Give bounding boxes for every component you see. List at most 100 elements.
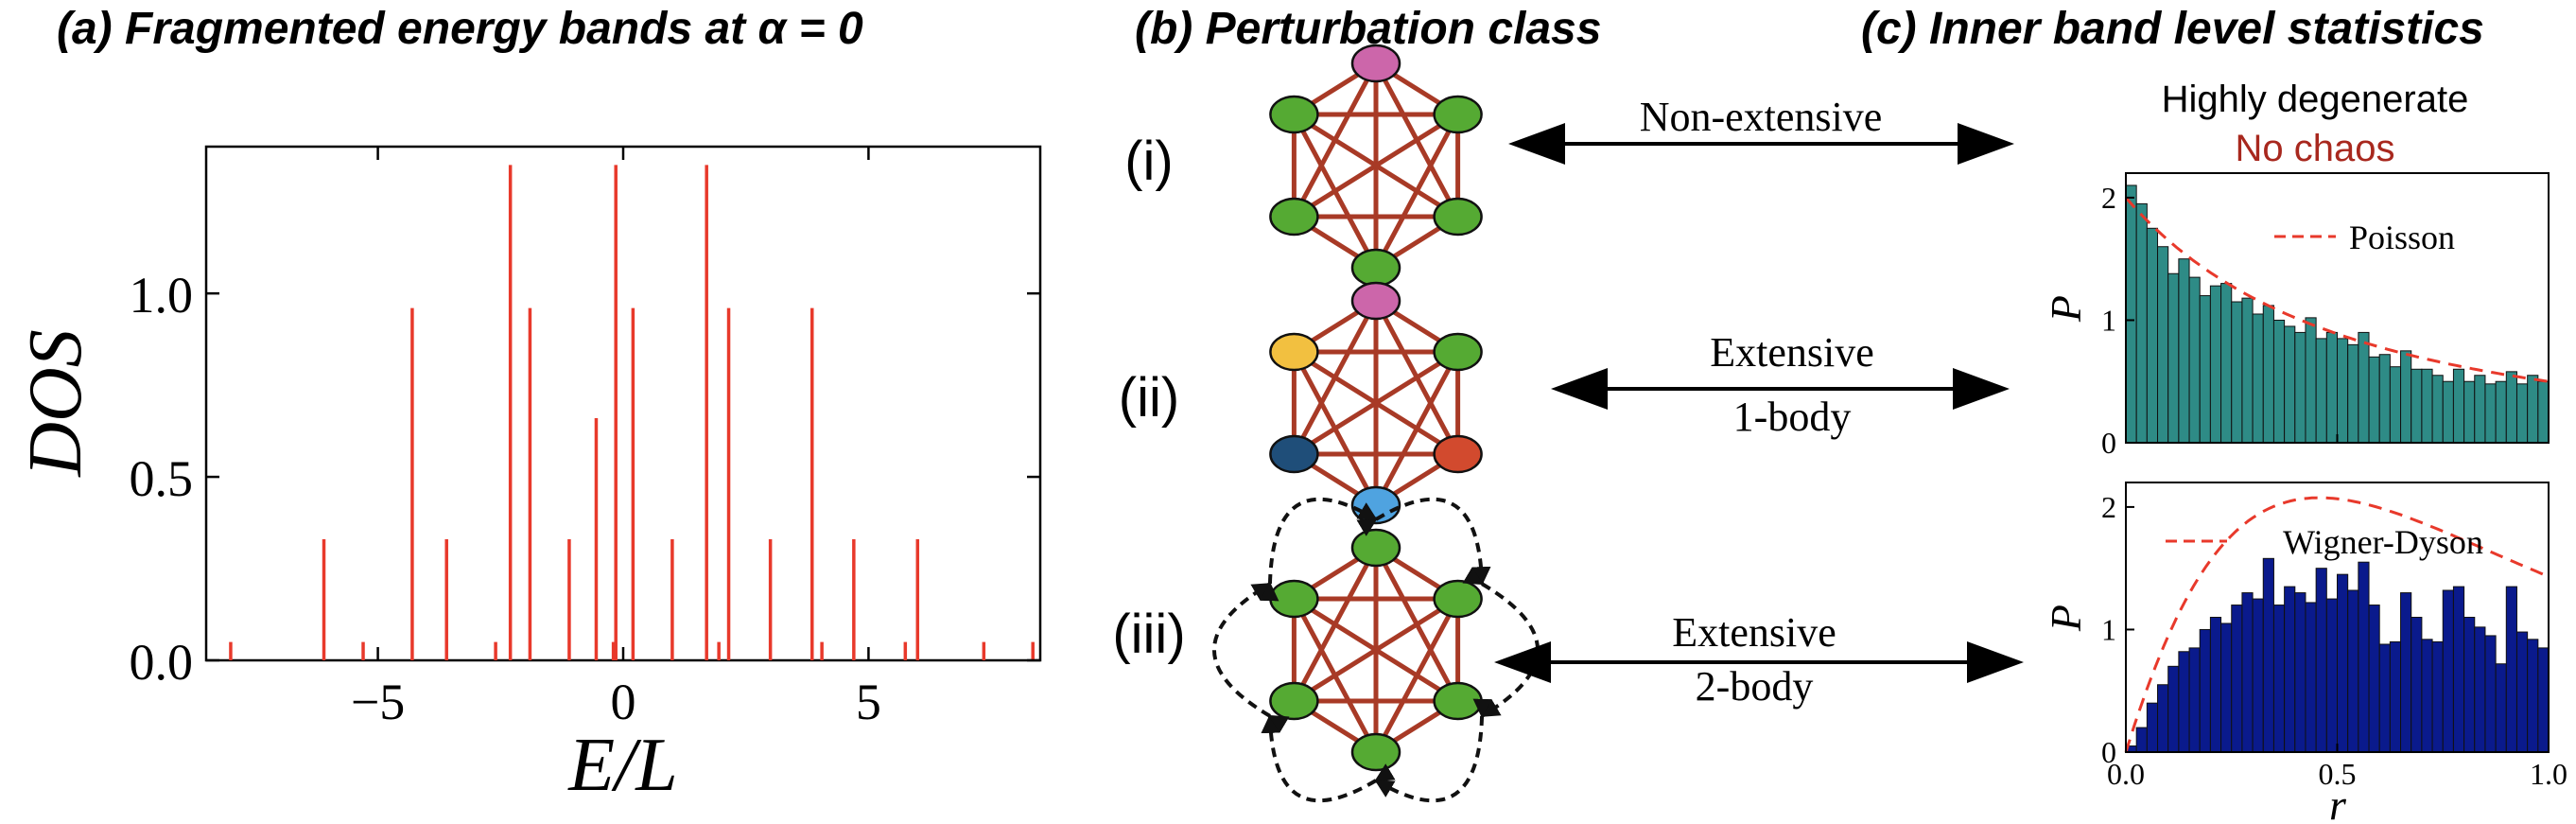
panel-a-title: (a) Fragmented energy bands at α = 0 <box>57 4 863 54</box>
histogram-bar <box>2421 368 2433 444</box>
graph-node <box>1350 248 1401 288</box>
dos-xlabel: E/L <box>567 724 678 807</box>
histogram-bar <box>2463 380 2476 444</box>
class-i-label: (i) <box>1124 131 1174 192</box>
arrow-label-2-body: 2-body <box>1696 663 1814 710</box>
histogram-bar <box>2378 354 2391 444</box>
histogram-bar <box>2209 285 2222 444</box>
histogram-bar <box>2199 295 2211 444</box>
histogram-bar <box>2337 573 2349 753</box>
histogram-bar <box>2125 184 2137 444</box>
dos-xtick-label: −5 <box>351 674 405 730</box>
histogram-bar <box>2157 684 2169 753</box>
graph-2-body <box>1211 497 1540 803</box>
histogram-bar <box>2325 331 2338 444</box>
histogram-ytick-label: 2 <box>2101 490 2116 524</box>
histogram-bar <box>2157 246 2169 444</box>
dos-ytick-label: 0.5 <box>130 450 194 507</box>
histogram-bar <box>2252 313 2264 444</box>
histogram-bar <box>2368 356 2380 444</box>
arrow-label-1-body: 1-body <box>1733 394 1852 440</box>
histogram-bar <box>2325 598 2338 753</box>
histogram-bar <box>2527 639 2539 753</box>
wigner-dyson-fit-curve <box>2124 496 2550 753</box>
histogram-bar <box>2537 380 2550 444</box>
histogram-bar <box>2431 375 2444 444</box>
histogram-bar <box>2474 626 2486 753</box>
histogram-bar <box>2305 602 2317 753</box>
histogram-ytick-label: 0 <box>2101 426 2116 460</box>
histogram-bar <box>2199 628 2211 753</box>
histogram-bar <box>2463 617 2476 753</box>
arrow-non-extensive <box>1508 123 2014 165</box>
dos-plot-frame <box>204 145 1042 662</box>
histogram-bar <box>2527 375 2539 444</box>
histogram-bar <box>2537 647 2550 753</box>
arrow-label-non-extensive: Non-extensive <box>1640 94 1883 140</box>
dashed-interaction-arrow <box>1211 582 1290 733</box>
histogram-bar <box>2515 631 2529 753</box>
histogram-xtick-label: 0.0 <box>2107 757 2145 791</box>
histogram-bar <box>2505 371 2517 444</box>
histogram-bar <box>2294 331 2306 444</box>
histogram-bar <box>2411 368 2423 444</box>
histogram-bar <box>2262 305 2274 444</box>
poisson-histogram-chart: 012 Poisson P <box>2042 172 2550 460</box>
histogram-bar <box>2389 366 2402 444</box>
histogram-bar <box>2495 380 2507 444</box>
dashed-interaction-arrow <box>1260 497 1378 602</box>
arrow-2-body <box>1494 641 2024 683</box>
graph-node <box>1269 579 1319 619</box>
histogram-bar <box>2337 338 2349 444</box>
poisson-ylabel: P <box>2042 295 2090 323</box>
dos-xtick-label: 5 <box>856 674 881 730</box>
graph-edge <box>1292 350 1379 507</box>
histogram-bar <box>2294 592 2306 753</box>
wigner-dyson-legend-label: Wigner-Dyson <box>2283 523 2483 561</box>
graph-edge <box>1293 596 1459 704</box>
histogram-bar <box>2241 297 2254 444</box>
histogram-bar <box>2495 663 2507 753</box>
graph-node <box>1433 579 1483 619</box>
annotation-highly-degenerate: Highly degenerate <box>2162 79 2469 120</box>
histogram-bar <box>2431 640 2444 753</box>
dashed-interaction-arrow <box>1356 497 1491 587</box>
dashed-interaction-arrow <box>1261 713 1396 803</box>
histogram-bar <box>2400 592 2412 753</box>
histogram-bar <box>2272 605 2286 753</box>
histogram-bar <box>2315 338 2327 444</box>
histogram-bar <box>2484 635 2497 753</box>
histogram-bar <box>2146 702 2159 753</box>
graph-node <box>1269 681 1319 721</box>
histogram-bar <box>2442 589 2454 753</box>
annotation-no-chaos: No chaos <box>2236 128 2395 169</box>
histogram-bar <box>2484 383 2497 444</box>
histogram-bar <box>2452 586 2465 753</box>
graph-node <box>1433 95 1483 134</box>
histogram-xtick-label: 1.0 <box>2530 757 2567 791</box>
histogram-bar <box>2378 643 2391 753</box>
wigner-dyson-xlabel: r <box>2329 780 2347 824</box>
histogram-bar <box>2146 227 2159 444</box>
histogram-bar <box>2167 272 2180 444</box>
poisson-fit-curve <box>2124 196 2550 383</box>
graph-node <box>1433 332 1483 372</box>
histogram-ytick-label: 2 <box>2101 181 2116 215</box>
histogram-bar <box>2220 622 2233 753</box>
histogram-bar <box>2284 325 2296 444</box>
arrow-label-extensive-2: Extensive <box>1672 609 1836 656</box>
histogram-bar <box>2368 605 2380 753</box>
dashed-interaction-arrow <box>1374 698 1492 803</box>
histogram-ytick-label: 1 <box>2101 612 2116 646</box>
histogram-bar <box>2305 317 2317 444</box>
histogram-bar <box>2231 301 2243 444</box>
class-iii: (iii) Extensive 2-body <box>1112 497 2024 803</box>
class-i: (i) Non-extensive <box>1124 44 2014 288</box>
arrow-1-body <box>1551 368 2010 410</box>
histogram-bar <box>2505 586 2517 753</box>
graph-node <box>1269 95 1319 134</box>
histogram-bar <box>2400 350 2412 444</box>
